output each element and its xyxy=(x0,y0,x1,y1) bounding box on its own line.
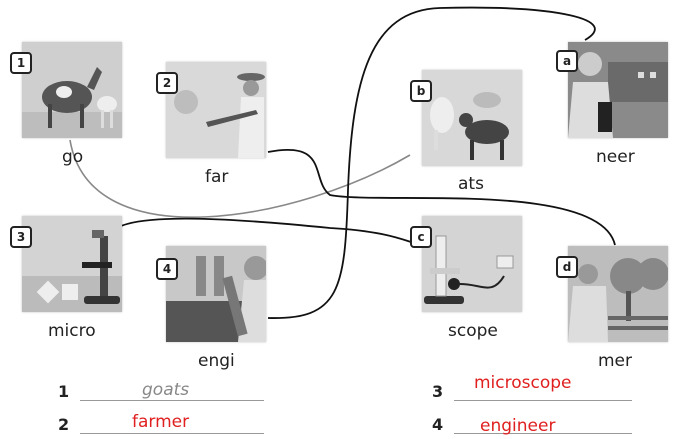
word-micro: micro xyxy=(48,321,96,341)
answer-line-1 xyxy=(80,400,264,401)
word-far: far xyxy=(205,167,229,187)
answer-number-4: 4 xyxy=(432,415,444,434)
card-badge: b xyxy=(410,80,432,102)
word-ats: ats xyxy=(458,174,484,194)
answer-number-3: 3 xyxy=(432,382,444,401)
answer-line-2 xyxy=(80,433,264,434)
goats-icon xyxy=(22,42,122,138)
word-mer: mer xyxy=(598,351,633,371)
microscope-icon-c xyxy=(422,216,522,312)
line-micro-scope xyxy=(111,217,426,246)
card-badge: 2 xyxy=(156,72,178,94)
card-a-engineer[interactable]: a xyxy=(556,42,668,138)
card-badge: 4 xyxy=(156,258,178,280)
answer-text-2[interactable]: farmer xyxy=(132,412,190,432)
card-badge: a xyxy=(556,50,578,72)
card-badge: c xyxy=(410,226,432,248)
answer-number-1: 1 xyxy=(58,382,70,401)
card-d-farmer[interactable]: d xyxy=(556,246,668,342)
word-neer: neer xyxy=(596,147,635,167)
card-b-goats[interactable]: b xyxy=(410,70,522,166)
farmer-icon xyxy=(166,62,266,158)
farmer-orchard-icon xyxy=(568,246,668,342)
card-c-microscope[interactable]: c xyxy=(410,216,522,312)
answer-line-4 xyxy=(454,433,632,434)
answer-line-3 xyxy=(454,400,632,401)
card-2-farmer[interactable]: 2 xyxy=(156,62,266,158)
answer-number-2: 2 xyxy=(58,415,70,434)
answer-text-1[interactable]: goats xyxy=(142,380,190,400)
goats-icon-b xyxy=(422,70,522,166)
word-go: go xyxy=(62,147,84,167)
microscope-icon xyxy=(22,216,122,312)
card-badge: d xyxy=(556,256,578,278)
engineer-icon xyxy=(166,246,266,342)
word-engi: engi xyxy=(198,351,235,371)
engineer-woman-icon xyxy=(568,42,668,138)
card-badge: 1 xyxy=(10,52,32,74)
card-4-engineer[interactable]: 4 xyxy=(156,246,266,342)
answer-text-4[interactable]: engineer xyxy=(480,416,556,436)
answer-text-3[interactable]: microscope xyxy=(474,373,572,393)
card-badge: 3 xyxy=(10,226,32,248)
card-3-microscope[interactable]: 3 xyxy=(10,216,122,312)
word-scope: scope xyxy=(448,321,498,341)
card-1-goats[interactable]: 1 xyxy=(10,42,122,138)
